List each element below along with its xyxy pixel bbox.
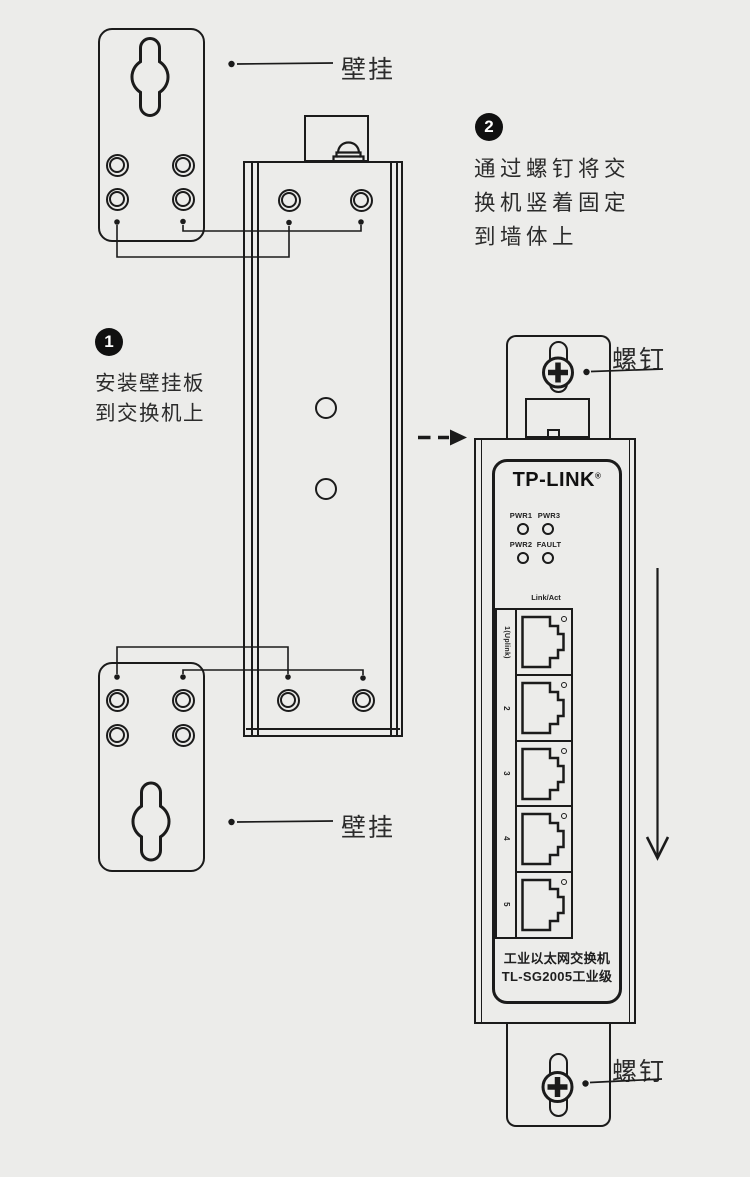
port-jack-column [517, 610, 571, 937]
ethernet-ports-block: 1(Uplink) 2 3 4 5 [495, 608, 573, 939]
mounting-hole [105, 723, 129, 747]
led-indicator-fault [542, 552, 554, 564]
mounting-hole [171, 688, 195, 712]
port-led-icon [561, 616, 567, 622]
brand-name: TP-LINK [512, 469, 595, 491]
port-label: 2 [501, 705, 511, 711]
side-vent-hole [315, 478, 337, 500]
port-led-icon [561, 813, 567, 820]
led-indicator-pwr2 [517, 552, 529, 564]
port-label: 5 [501, 901, 511, 907]
port-label-column: 1(Uplink) 2 3 4 5 [497, 610, 517, 937]
wall-bracket-behind-bottom [506, 1024, 611, 1127]
side-rail-line [257, 163, 259, 735]
mounting-hole [351, 688, 375, 712]
down-arrow-icon [645, 568, 670, 861]
rj45-jack-icon [521, 747, 565, 800]
step-2-line2: 换机竖着固定 [474, 191, 631, 215]
mounting-hole [105, 187, 129, 211]
front-rail-line [480, 440, 483, 1022]
step-2-line1: 通过螺钉将交 [474, 157, 631, 181]
link-act-label: Link/Act [531, 593, 561, 602]
keyhole-slot [548, 1053, 568, 1117]
product-name-line1: 工业以太网交换机 [503, 951, 611, 966]
mounting-hole [171, 153, 195, 177]
front-panel [492, 459, 622, 1004]
ethernet-port [517, 610, 571, 676]
led-indicator-pwr1 [517, 523, 529, 535]
step-1-badge: 1 [95, 328, 123, 356]
side-rail-line [251, 163, 253, 735]
callout-leader-wall-mount-top [228, 60, 334, 68]
rj45-jack-icon [521, 681, 565, 735]
port-led-icon [561, 879, 567, 886]
product-name: 工业以太网交换机 TL-SG2005工业级 [494, 950, 620, 985]
ethernet-port [517, 742, 571, 808]
ethernet-port [517, 873, 571, 937]
port-led-icon [561, 747, 567, 754]
rj45-jack-icon [521, 813, 565, 866]
side-rail-line [396, 163, 398, 735]
dashed-arrow-icon [418, 429, 467, 446]
ethernet-port [517, 807, 571, 874]
led-indicator-pwr3 [542, 523, 554, 535]
wall-bracket-behind-top [506, 335, 611, 438]
port-label: 4 [501, 836, 511, 842]
callout-screw-top: 螺钉 [612, 346, 667, 374]
side-vent-hole [315, 397, 337, 419]
keyhole-slot [548, 341, 568, 393]
rj45-jack-icon [521, 615, 565, 669]
led-label-pwr1: PWR1 [509, 511, 533, 520]
side-rail-line [390, 163, 392, 735]
step-1-line1: 安装壁挂板 [95, 372, 205, 395]
mounting-hole [105, 688, 129, 712]
step-1-text: 安装壁挂板 到交换机上 [95, 369, 205, 428]
product-name-line2: TL-SG2005工业级 [501, 968, 613, 984]
step-1-line2: 到交换机上 [95, 401, 205, 425]
port-label: 1(Uplink) [502, 626, 510, 660]
led-label-pwr2: PWR2 [509, 540, 533, 549]
switch-front-view [474, 438, 636, 1024]
terminal-block-side [304, 115, 369, 162]
step-2-line3: 到墙体上 [474, 225, 579, 249]
mounting-hole [276, 688, 300, 712]
callout-screw-bottom: 螺钉 [612, 1058, 667, 1086]
mounting-hole [171, 187, 195, 211]
front-rail-line [628, 440, 631, 1022]
callout-wall-mount-bottom: 壁挂 [341, 814, 396, 842]
switch-side-view [243, 161, 403, 737]
callout-leader-wall-mount-bottom [228, 818, 334, 826]
led-label-pwr3: PWR3 [537, 511, 561, 520]
mounting-hole [277, 188, 301, 212]
step-2-badge: 2 [475, 113, 503, 141]
ethernet-port [517, 676, 571, 742]
port-label: 3 [501, 771, 511, 776]
terminal-block-tab [547, 429, 560, 438]
mounting-hole [105, 153, 129, 177]
mounting-hole [171, 723, 195, 747]
port-led-icon [561, 681, 567, 688]
registered-mark: ® [594, 471, 602, 481]
brand-logo: TP-LINK® [492, 469, 622, 492]
callout-wall-mount-top: 壁挂 [341, 56, 396, 84]
side-bottom-line [246, 728, 400, 730]
rj45-jack-icon [521, 878, 565, 932]
step-2-text: 通过螺钉将交 换机竖着固定 到墙体上 [474, 152, 630, 254]
led-label-fault: FAULT [536, 540, 562, 549]
mounting-hole [349, 188, 373, 212]
